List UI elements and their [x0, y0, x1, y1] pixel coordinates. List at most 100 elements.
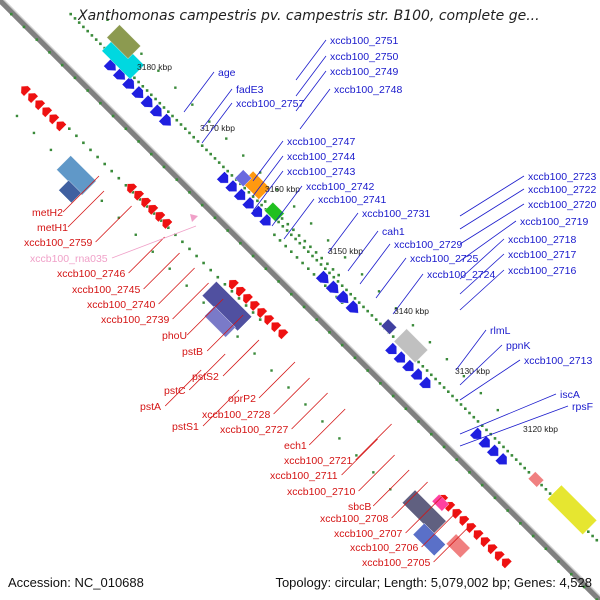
tick-mark	[326, 262, 329, 266]
minus-leader-line	[372, 469, 410, 507]
tick-mark	[263, 200, 267, 203]
tick-mark	[239, 241, 242, 245]
tick-mark	[527, 471, 531, 474]
tick-mark	[391, 335, 395, 338]
tick-mark	[290, 292, 293, 296]
tick-mark	[434, 377, 437, 381]
tick-mark	[191, 103, 194, 106]
tick-mark	[171, 114, 174, 118]
plus-leader-line	[459, 188, 525, 230]
tick-mark	[277, 280, 280, 283]
tick-mark	[77, 21, 81, 24]
tick-mark	[275, 188, 279, 191]
tick-mark	[523, 466, 526, 470]
plus-strand-gene	[345, 299, 359, 314]
minus-leader-line	[258, 361, 296, 399]
tick-mark	[307, 267, 310, 270]
tick-mark	[377, 290, 381, 293]
minus-leader-line	[273, 377, 310, 415]
minus-leader-line	[158, 267, 195, 305]
tick-mark	[314, 251, 318, 254]
tick-mark	[188, 247, 191, 251]
plus-strand-feature	[393, 328, 429, 363]
tick-mark	[68, 127, 71, 130]
plus-strand-label: xccb100_2749	[330, 66, 398, 78]
tick-mark	[106, 18, 109, 21]
tick-mark	[281, 225, 285, 228]
tick-mark	[157, 69, 160, 72]
plus-leader-line	[283, 198, 315, 240]
tick-mark	[290, 250, 293, 253]
plus-strand-label: fadE3	[236, 84, 264, 96]
tick-mark	[591, 534, 594, 538]
minus-strand-gene	[459, 515, 470, 527]
tick-mark	[287, 386, 290, 389]
minus-strand-label: xccb100_2705	[362, 557, 430, 569]
minus-strand-label: xccb100_2708	[320, 513, 388, 525]
plus-leader-line	[295, 70, 327, 112]
plus-strand-label: xccb100_2720	[528, 199, 596, 211]
tick-mark	[544, 547, 548, 550]
tick-mark	[243, 186, 246, 190]
tick-mark	[285, 229, 289, 232]
tick-mark	[479, 391, 483, 395]
plus-strand-gene	[495, 452, 508, 465]
tick-mark	[336, 280, 340, 283]
tick-mark	[270, 369, 273, 372]
tick-mark	[595, 598, 599, 600]
minus-strand-label: xccb100_2710	[287, 486, 355, 498]
tick-mark	[312, 273, 316, 276]
tick-mark	[353, 297, 357, 300]
tick-mark	[502, 445, 505, 449]
tick-mark	[451, 394, 454, 398]
tick-mark	[86, 89, 89, 92]
plus-strand-feature	[101, 36, 145, 80]
minus-strand-label: xccb100_2759	[24, 237, 92, 249]
tick-mark	[209, 152, 212, 156]
minus-strand-feature	[431, 494, 450, 512]
scale-label: 3120 kbp	[523, 424, 558, 434]
tick-mark	[320, 256, 323, 260]
tick-mark	[582, 585, 586, 589]
tick-mark	[309, 245, 312, 249]
tick-mark	[226, 169, 229, 173]
rna-marker	[190, 214, 198, 222]
minus-strand-label: sbcB	[348, 501, 371, 513]
tick-mark	[202, 261, 205, 265]
tick-mark	[154, 97, 157, 101]
plus-strand-gene	[140, 94, 153, 108]
tick-mark	[133, 76, 136, 80]
tick-mark	[185, 284, 188, 287]
tick-mark	[49, 148, 53, 152]
tick-mark	[370, 314, 374, 317]
plus-strand-feature	[380, 318, 397, 335]
plus-leader-line	[295, 55, 327, 97]
tick-mark	[242, 154, 245, 157]
minus-strand-label: metH1	[37, 222, 68, 234]
tick-mark	[188, 131, 191, 135]
minus-strand-label: xccb100_2711	[270, 470, 338, 482]
plus-strand-label: cah1	[382, 226, 405, 238]
tick-mark	[374, 318, 378, 321]
minus-leader-line	[421, 510, 458, 548]
plus-strand-label: xccb100_2743	[287, 166, 355, 178]
minus-leader-line	[143, 252, 180, 290]
plus-strand-label: xccb100_2747	[287, 136, 355, 148]
tick-mark	[278, 239, 282, 242]
tick-mark	[301, 261, 304, 265]
tick-mark	[69, 12, 72, 16]
tick-mark	[379, 322, 382, 326]
tick-mark	[273, 233, 276, 237]
tick-mark	[174, 86, 177, 89]
plus-strand-label: xccb100_2751	[330, 35, 398, 47]
minus-strand-gene	[162, 218, 173, 230]
tick-mark	[131, 191, 135, 194]
tick-mark	[237, 297, 241, 300]
plus-strand-label: xccb100_2729	[394, 239, 462, 251]
plus-leader-line	[459, 203, 525, 245]
minus-strand-gene	[235, 286, 247, 298]
tick-mark	[360, 273, 364, 276]
plus-leader-line	[299, 88, 331, 130]
tick-mark	[506, 449, 509, 453]
